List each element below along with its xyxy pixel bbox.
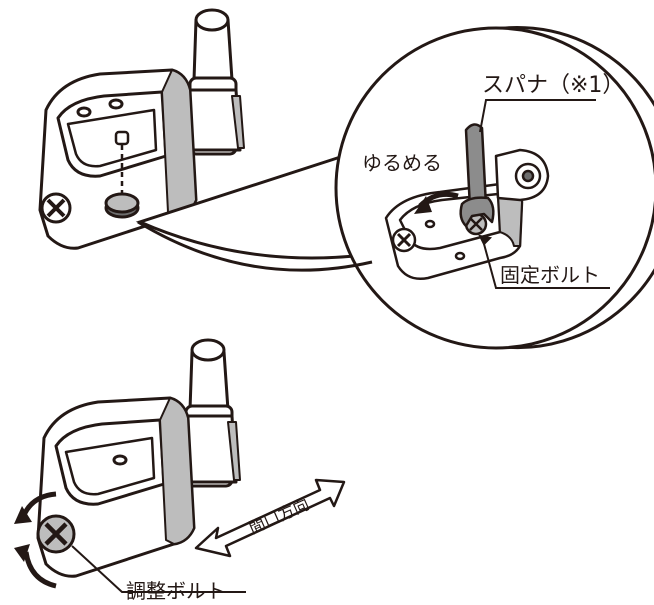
top-bracket-body [38,68,198,250]
leader-lines [478,99,610,289]
spanner-label: スパナ（※1） [482,73,624,98]
bottom-bracket-illustration [36,338,241,578]
adjust-bolt-label: 調整ボルト [126,579,226,603]
loosen-label: ゆるめる [362,151,442,175]
top-side-bolt [40,192,72,224]
loosen-rotation-arrow-icon [414,191,459,214]
opening-direction-arrow-icon [194,478,346,558]
opening-direction-label: 間口方向 [246,494,312,537]
adjust-bolt [36,514,76,554]
top-bracket-illustration [38,8,245,250]
adjust-bolt-leader [71,545,246,593]
wrench-icon [459,123,495,228]
fixing-bolt-label: 固定ボルト [500,263,600,287]
bottom-bracket-body [36,396,196,578]
top-fixing-bolt [104,130,140,219]
